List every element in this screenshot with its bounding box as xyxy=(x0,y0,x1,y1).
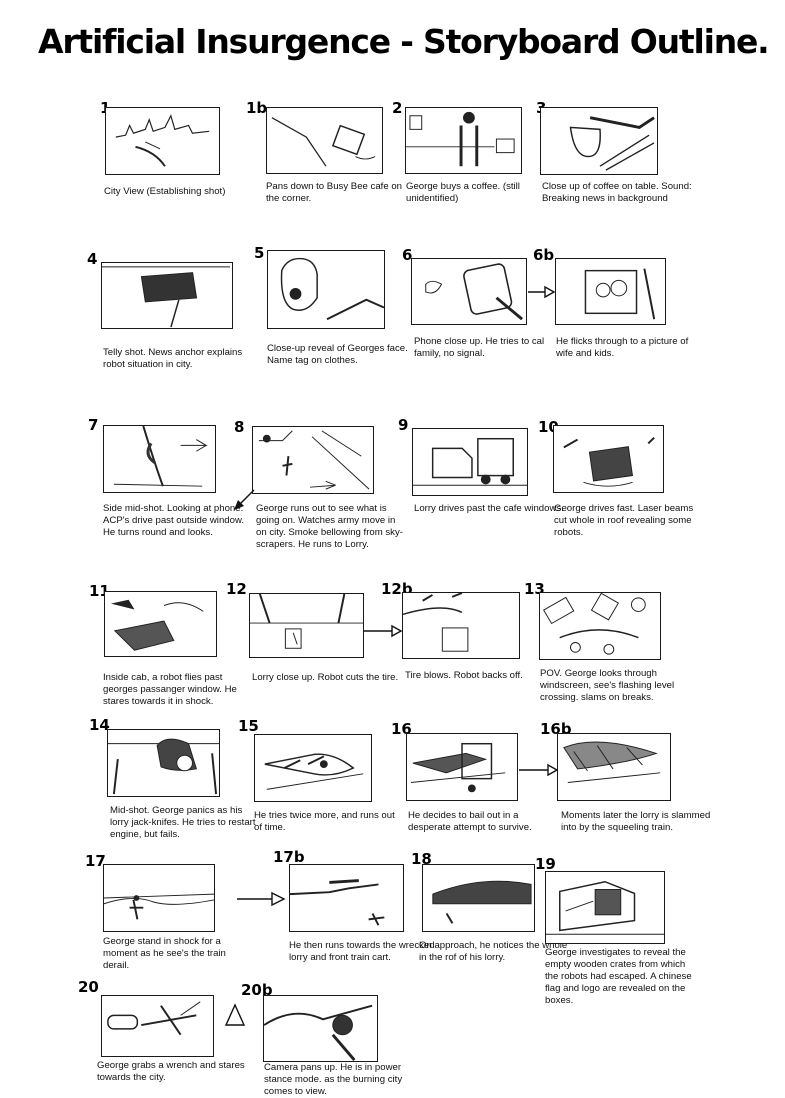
sketch-drawing-icon xyxy=(103,864,215,932)
panel-caption: Phone close up. He tries to cal family, … xyxy=(414,336,545,359)
panel-caption: He then runs towards the wrecked lorry a… xyxy=(289,940,435,963)
arrow-icon xyxy=(363,624,402,638)
sketch-drawing-icon xyxy=(249,593,364,658)
sketch-drawing-icon xyxy=(267,250,385,329)
panel-caption: POV. George looks through windscreen, se… xyxy=(540,668,675,703)
panel-number: 8 xyxy=(234,418,245,436)
sketch-drawing-icon xyxy=(553,425,664,493)
sketch-drawing-icon xyxy=(422,864,535,932)
panel-number: 20b xyxy=(241,981,273,999)
arrow-icon xyxy=(224,1003,246,1026)
panel-caption: George runs out to see what is going on.… xyxy=(256,503,403,550)
sketch-drawing-icon xyxy=(107,729,220,797)
sketch-drawing-icon xyxy=(103,425,216,493)
sketch-drawing-icon xyxy=(411,258,527,325)
panel-caption: George grabs a wrench and stares towards… xyxy=(97,1060,245,1083)
sketch-drawing-icon xyxy=(555,258,666,325)
sketch-drawing-icon xyxy=(540,107,658,175)
panel-caption: George investigates to reveal the empty … xyxy=(545,947,692,1006)
panel-number: 7 xyxy=(88,416,99,434)
panel-caption: Telly shot. News anchor explains robot s… xyxy=(103,347,243,370)
panel-number: 17b xyxy=(273,848,305,866)
panel-caption: George buys a coffee. (still unidentifie… xyxy=(406,181,520,204)
panel-caption: He decides to bail out in a desperate at… xyxy=(408,810,532,833)
panel-number: 14 xyxy=(89,716,110,734)
panel-number: 19 xyxy=(535,855,556,873)
panel-number: 2 xyxy=(392,99,403,117)
arrow-icon xyxy=(528,285,555,299)
panel-number: 15 xyxy=(238,717,259,735)
sketch-drawing-icon xyxy=(406,733,518,801)
sketch-drawing-icon xyxy=(402,592,520,659)
arrow-icon xyxy=(237,891,286,907)
panel-caption: Lorry drives past the cafe windows. xyxy=(414,503,564,514)
panel-caption: Lorry close up. Robot cuts the tire. xyxy=(252,672,399,683)
sketch-drawing-icon xyxy=(545,871,665,944)
panel-caption: Mid-shot. George panics as his lorry jac… xyxy=(110,805,256,840)
panel-number: 20 xyxy=(78,978,99,996)
panel-caption: Side mid-shot. Looking at phone. ACP's d… xyxy=(103,503,245,538)
sketch-drawing-icon xyxy=(101,995,214,1057)
panel-caption: Inside cab, a robot flies past georges p… xyxy=(103,672,237,707)
sketch-drawing-icon xyxy=(289,864,404,932)
page-title: Artificial Insurgence - Storyboard Outli… xyxy=(38,22,770,61)
panel-caption: He tries twice more, and runs out of tim… xyxy=(254,810,395,833)
sketch-drawing-icon xyxy=(539,592,661,660)
panel-caption: Moments later the lorry is slammed into … xyxy=(561,810,711,833)
sketch-drawing-icon xyxy=(101,262,233,329)
panel-caption: He flicks through to a picture of wife a… xyxy=(556,336,689,359)
sketch-drawing-icon xyxy=(412,428,528,496)
sketch-drawing-icon xyxy=(254,734,372,802)
sketch-drawing-icon xyxy=(557,733,671,801)
sketch-drawing-icon xyxy=(105,107,220,175)
panel-caption: On approach, he notices the whole in the… xyxy=(419,940,568,963)
panel-number: 6b xyxy=(533,246,555,264)
arrow-icon xyxy=(234,489,255,510)
panel-caption: Pans down to Busy Bee cafe on the corner… xyxy=(266,181,402,204)
panel-caption: George stand in shock for a moment as he… xyxy=(103,936,226,971)
panel-number: 18 xyxy=(411,850,432,868)
panel-number: 17 xyxy=(85,852,106,870)
sketch-drawing-icon xyxy=(104,591,217,657)
panel-caption: City View (Establishing shot) xyxy=(104,186,226,197)
panel-caption: Tire blows. Robot backs off. xyxy=(405,670,523,681)
panel-number: 12 xyxy=(226,580,247,598)
sketch-drawing-icon xyxy=(266,107,383,174)
panel-number: 6 xyxy=(402,246,413,264)
arrow-icon xyxy=(519,763,558,777)
panel-caption: Camera pans up. He is in power stance mo… xyxy=(264,1062,403,1097)
panel-number: 5 xyxy=(254,244,265,262)
panel-number: 1b xyxy=(246,99,268,117)
panel-caption: George drives fast. Laser beams cut whol… xyxy=(554,503,694,538)
panel-caption: Close up of coffee on table. Sound: Brea… xyxy=(542,181,692,204)
sketch-drawing-icon xyxy=(252,426,374,494)
panel-number: 4 xyxy=(87,250,98,268)
panel-caption: Close-up reveal of Georges face. Name ta… xyxy=(267,343,408,366)
sketch-drawing-icon xyxy=(263,995,378,1062)
panel-number: 9 xyxy=(398,416,409,434)
sketch-drawing-icon xyxy=(405,107,522,174)
